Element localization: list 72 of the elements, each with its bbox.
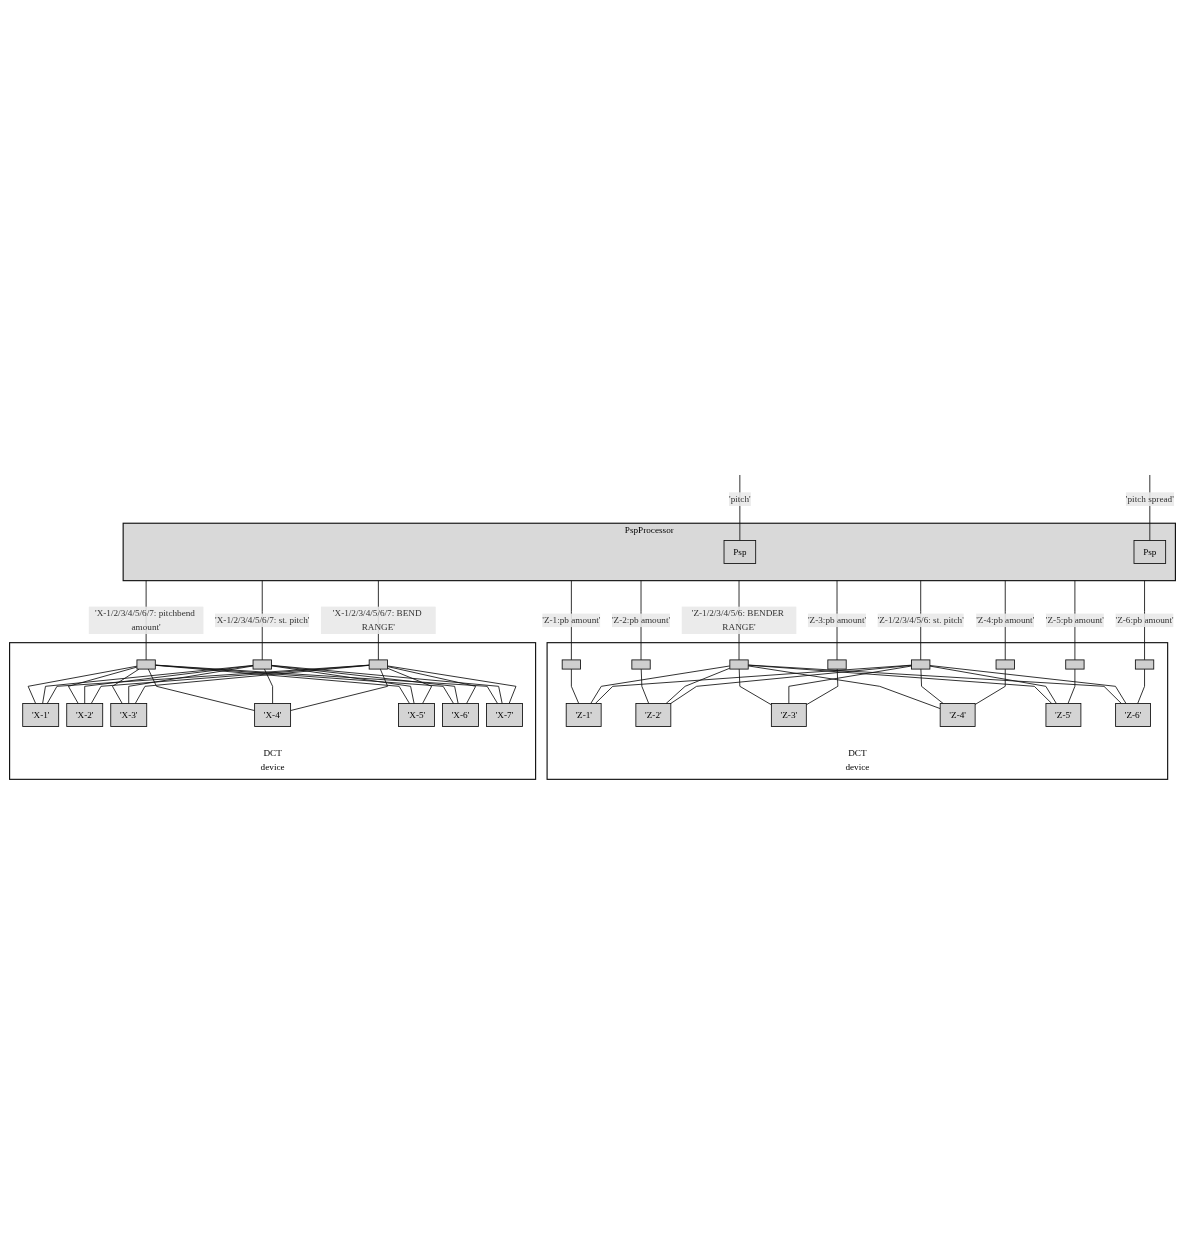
node-box: 'Z-4' (939, 703, 976, 727)
node-box: 'Z-1' (565, 703, 602, 727)
edge-label: 'Z-1/2/3/4/5/6: st. pitch' (877, 615, 964, 625)
connector (594, 664, 912, 704)
connector (640, 668, 650, 704)
node-box (136, 659, 156, 670)
connector (68, 666, 138, 704)
connector (738, 668, 772, 706)
connector (590, 665, 731, 704)
node-box (368, 659, 388, 670)
connector (147, 668, 256, 711)
edge-label: 'X-1/2/3/4/5/6/7: st. pitch' (215, 615, 310, 625)
connector (134, 664, 370, 704)
edge-label: 'Z-3:pb amount' (807, 615, 867, 625)
node-box: 'Z-2' (635, 703, 672, 727)
node-box: 'X-1' (22, 703, 60, 727)
connector (665, 667, 731, 704)
edge-label: 'pitch' (729, 493, 751, 504)
node-box: 'Z-3' (770, 703, 807, 727)
connector (670, 664, 912, 704)
edge-label: 'Z-1:pb amount' (542, 615, 601, 625)
node-box: 'X-3' (110, 703, 148, 727)
connector (42, 665, 254, 704)
node-box: 'X-6' (442, 703, 479, 727)
node-box: 'X-2' (66, 703, 104, 727)
node-box (1065, 659, 1085, 670)
edge-label: 'Z-1/2/3/4/5/6: BENDER RANGE' (691, 608, 784, 632)
edge-label: 'pitch spread' (1125, 493, 1174, 504)
connector (739, 474, 741, 541)
connector (387, 666, 477, 704)
connector (747, 664, 1122, 704)
node-box: 'X-7' (486, 703, 523, 727)
node-box (252, 659, 272, 670)
node-box (631, 659, 651, 670)
node-box: Psp (723, 540, 757, 564)
edge-label: 'Z-6:pb amount' (1115, 615, 1174, 625)
connector (264, 668, 274, 704)
edge-label: 'Z-4:pb amount' (976, 615, 1035, 625)
connector (387, 665, 517, 704)
connector (1067, 668, 1076, 704)
connector (929, 665, 1127, 704)
connector (290, 668, 389, 711)
node-box: 'Z-6' (1115, 703, 1151, 727)
edge-label: 'Z-2:pb amount' (611, 615, 671, 625)
connector (570, 668, 580, 704)
node-box: Psp (1133, 540, 1167, 564)
connector (128, 665, 254, 704)
connector (387, 667, 433, 704)
edge-label: 'X-1/2/3/4/5/6/7: pitchbend amount' (95, 608, 195, 632)
edge-label: 'X-1/2/3/4/5/6/7: BEND RANGE' (332, 608, 422, 632)
connector (271, 665, 459, 704)
connector (84, 665, 254, 704)
node-box (561, 659, 581, 670)
connector (1137, 668, 1145, 704)
node-box (729, 659, 749, 670)
connector (805, 668, 839, 706)
node-box: 'Z-5' (1045, 703, 1082, 727)
node-box (911, 659, 931, 670)
connector (920, 668, 944, 704)
connector (271, 665, 415, 704)
connector (929, 665, 1057, 704)
node-box (1134, 659, 1155, 670)
connector (27, 665, 138, 704)
node-box (995, 659, 1015, 670)
connector (788, 665, 912, 704)
connector (974, 668, 1006, 705)
node-box: 'X-5' (398, 703, 435, 727)
node-box: 'X-4' (254, 703, 291, 727)
node-box (827, 659, 847, 670)
edge-label: 'Z-5:pb amount' (1045, 615, 1104, 625)
connector (271, 664, 503, 704)
connector (747, 665, 941, 709)
